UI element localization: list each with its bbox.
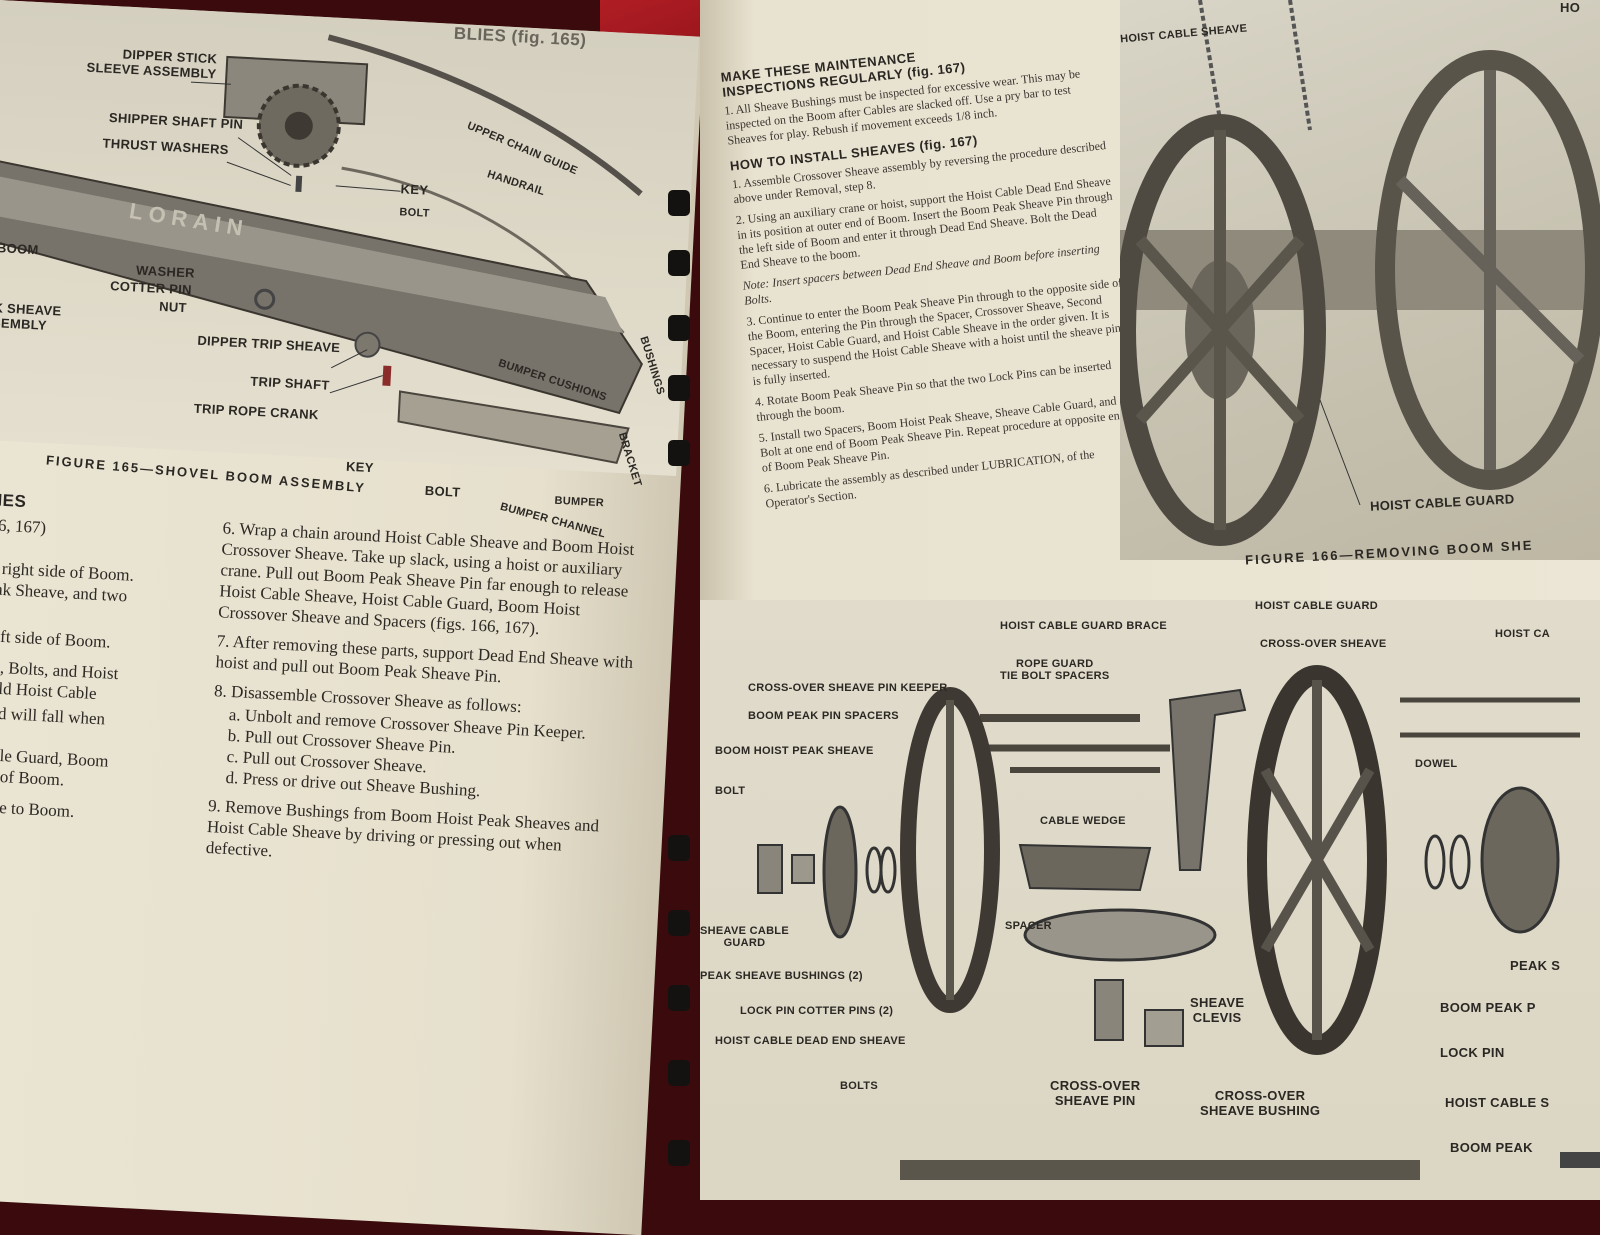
step-9: 9. Remove Bushings from Boom Hoist Peak …	[205, 796, 600, 861]
binding-coil	[668, 1060, 690, 1086]
lock-pin-cotter-pins-label: LOCK PIN COTTER PINS (2)	[740, 1005, 894, 1017]
binding-coil	[668, 440, 690, 466]
binding-coil	[668, 250, 690, 276]
bolt-label-2: BOLT	[424, 482, 461, 500]
figure-165-caption: FIGURE 165—SHOVEL BOOM ASSEMBLY	[45, 452, 367, 496]
peak-sheave-bushings-label: PEAK SHEAVE BUSHINGS (2)	[700, 970, 863, 982]
bolts-label: BOLTS	[840, 1080, 878, 1092]
peak-s-fragment-label: PEAK S	[1510, 958, 1561, 973]
boom-peak-pin-spacers-label: BOOM PEAK PIN SPACERS	[748, 710, 899, 722]
rope-guard-label: ROPE GUARD TIE BOLT SPACERS	[1000, 658, 1110, 682]
figure-166-photo: HOIST CABLE SHEAVE HOIST CABLE GUARD HO	[1120, 0, 1600, 560]
sheave-clevis-label: SHEAVE CLEVIS	[1190, 995, 1245, 1025]
boom-label: BOOM	[0, 240, 40, 258]
pin-keeper-label: CROSS-OVER SHEAVE PIN KEEPER	[748, 682, 948, 694]
exploded-sheave-drawing	[757, 665, 1600, 1180]
left-line-10: Sheave to Boom.	[0, 795, 75, 821]
shovel-boom-drawing	[0, 34, 643, 465]
boom-hoist-peak-sheave-label: BOOM HOIST PEAK SHEAVE	[715, 745, 874, 757]
maintenance-text-block: MAKE THESE MAINTENANCE INSPECTIONS REGUL…	[720, 30, 1144, 511]
spacer-label: SPACER	[1005, 920, 1052, 932]
binding-coil	[668, 835, 690, 861]
key-label-2: KEY	[345, 458, 375, 476]
nut-label: NUT	[158, 298, 188, 316]
cross-over-sheave-label: CROSS-OVER SHEAVE	[1260, 638, 1387, 650]
dowel-label: DOWEL	[1415, 758, 1458, 770]
sheave-photo-drawing	[1120, 0, 1600, 546]
bumper-label: BUMPER	[554, 494, 605, 510]
left-page: DIPPER STICK SLEEVE ASSEMBLY SHIPPER SHA…	[0, 0, 705, 1235]
bolt-label: BOLT	[715, 785, 746, 797]
binding-coil	[668, 375, 690, 401]
cross-over-sheave-pin-label: CROSS-OVER SHEAVE PIN	[1050, 1078, 1141, 1108]
hoist-ca-fragment-label: HOIST CA	[1495, 628, 1550, 640]
boom-peak-p-fragment-label: BOOM PEAK P	[1440, 1000, 1536, 1015]
binding-coil	[668, 315, 690, 341]
bolt-label-1: BOLT	[399, 206, 431, 220]
left-line-3: nd left side of Boom.	[0, 625, 112, 652]
spiral-binding	[668, 0, 698, 1200]
left-column-fragment: BLIES . 166, 167) rom right side of Boom…	[0, 489, 184, 827]
photo-top-fragment: HO	[1560, 0, 1581, 15]
step-6: 6. Wrap a chain around Hoist Cable Sheav…	[217, 518, 635, 639]
binding-coil	[668, 190, 690, 216]
right-page: MAKE THESE MAINTENANCE INSPECTIONS REGUL…	[700, 0, 1600, 1200]
hoist-cable-s-fragment-label: HOIST CABLE S	[1445, 1095, 1550, 1110]
binding-coil	[668, 1140, 690, 1166]
boom-peak-bottom-label: BOOM PEAK	[1450, 1140, 1533, 1155]
figure-167-exploded-view: HOIST CABLE GUARD BRACE HOIST CABLE GUAR…	[700, 600, 1600, 1200]
binding-coil	[668, 985, 690, 1011]
hoist-cable-guard-label: HOIST CABLE GUARD	[1255, 600, 1379, 612]
figure-165-illustration: DIPPER STICK SLEEVE ASSEMBLY SHIPPER SHA…	[0, 0, 700, 488]
cable-wedge-label: CABLE WEDGE	[1040, 815, 1126, 827]
binding-coil	[668, 910, 690, 936]
sheave-cable-guard-label: SHEAVE CABLE GUARD	[700, 925, 789, 949]
disassembly-steps: 6. Wrap a chain around Hoist Cable Sheav…	[205, 517, 642, 880]
peak-sheave-label: AK SHEAVE SSEMBLY	[0, 299, 62, 333]
hoist-cable-guard-brace-label: HOIST CABLE GUARD BRACE	[1000, 620, 1168, 632]
key-label-1: KEY	[400, 181, 429, 198]
cross-over-sheave-bushing-label: CROSS-OVER SHEAVE BUSHING	[1200, 1088, 1321, 1118]
washer-label: WASHER	[135, 262, 196, 281]
lock-pin-label: LOCK PIN	[1440, 1045, 1505, 1060]
dead-end-sheave-label: HOIST CABLE DEAD END SHEAVE	[715, 1035, 906, 1047]
